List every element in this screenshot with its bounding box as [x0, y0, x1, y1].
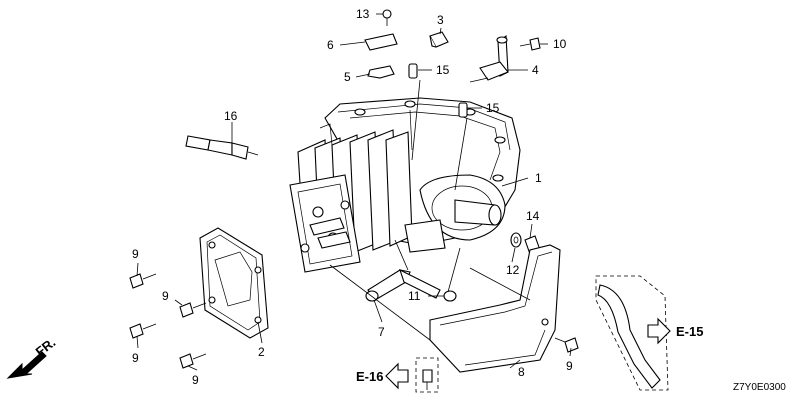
- callout-9-b: 9: [162, 289, 169, 303]
- callout-5: 5: [344, 70, 351, 84]
- callout-7: 7: [378, 325, 385, 339]
- flange-bolt-4: [179, 353, 207, 369]
- callout-9-c: 9: [132, 351, 139, 365]
- spark-plug: [185, 135, 259, 160]
- ref-box-e16: [415, 357, 439, 393]
- callout-10: 10: [553, 37, 567, 51]
- callout-9-e: 9: [566, 359, 573, 373]
- callout-12: 12: [506, 263, 520, 277]
- callout-1: 1: [535, 171, 542, 185]
- flange-bolt-1: [129, 273, 157, 289]
- callout-9-d: 9: [192, 373, 199, 387]
- bolt-part-10: [519, 37, 541, 51]
- dowel-pin-upper: [408, 63, 418, 79]
- leader-lines: [136, 13, 572, 371]
- flange-bolt-5: [554, 337, 579, 353]
- plate-part-5: [367, 65, 395, 79]
- washer-part-12: [510, 232, 522, 248]
- front-direction-arrow: [6, 351, 47, 379]
- callout-9-a: 9: [132, 247, 139, 261]
- callout-16: 16: [224, 109, 238, 123]
- callout-4: 4: [532, 63, 539, 77]
- ref-label-e15: E-15: [676, 324, 703, 339]
- callout-3: 3: [437, 13, 444, 27]
- callout-14: 14: [526, 209, 540, 223]
- breather-bracket: [469, 34, 509, 83]
- front-direction-label: FR.: [33, 335, 59, 360]
- callout-8: 8: [518, 365, 525, 379]
- ref-label-e16: E-16: [356, 369, 383, 384]
- head-cover: [199, 227, 269, 339]
- breather-pipe: [365, 268, 441, 302]
- arrow-e16: [385, 362, 409, 390]
- dowel-pin-lower: [458, 102, 468, 118]
- diagram-code: Z7Y0E0300: [733, 382, 786, 393]
- clip-part: [429, 31, 449, 48]
- callout-2: 2: [258, 345, 265, 359]
- callout-15-b: 15: [486, 101, 500, 115]
- screw-part-13: [382, 9, 392, 26]
- flange-bolt-2: [179, 302, 207, 318]
- flange-bolt-3: [129, 323, 157, 339]
- callout-6: 6: [327, 38, 334, 52]
- callout-11: 11: [408, 289, 421, 303]
- arrow-e15: [647, 317, 671, 345]
- washer-part-11: [443, 290, 457, 302]
- callout-15-a: 15: [436, 63, 450, 77]
- plate-part-6: [364, 33, 398, 51]
- callout-13: 13: [356, 7, 370, 21]
- air-guide-bracket: [429, 244, 561, 373]
- cylinder-block: [289, 97, 521, 273]
- hose-e15: [595, 275, 669, 391]
